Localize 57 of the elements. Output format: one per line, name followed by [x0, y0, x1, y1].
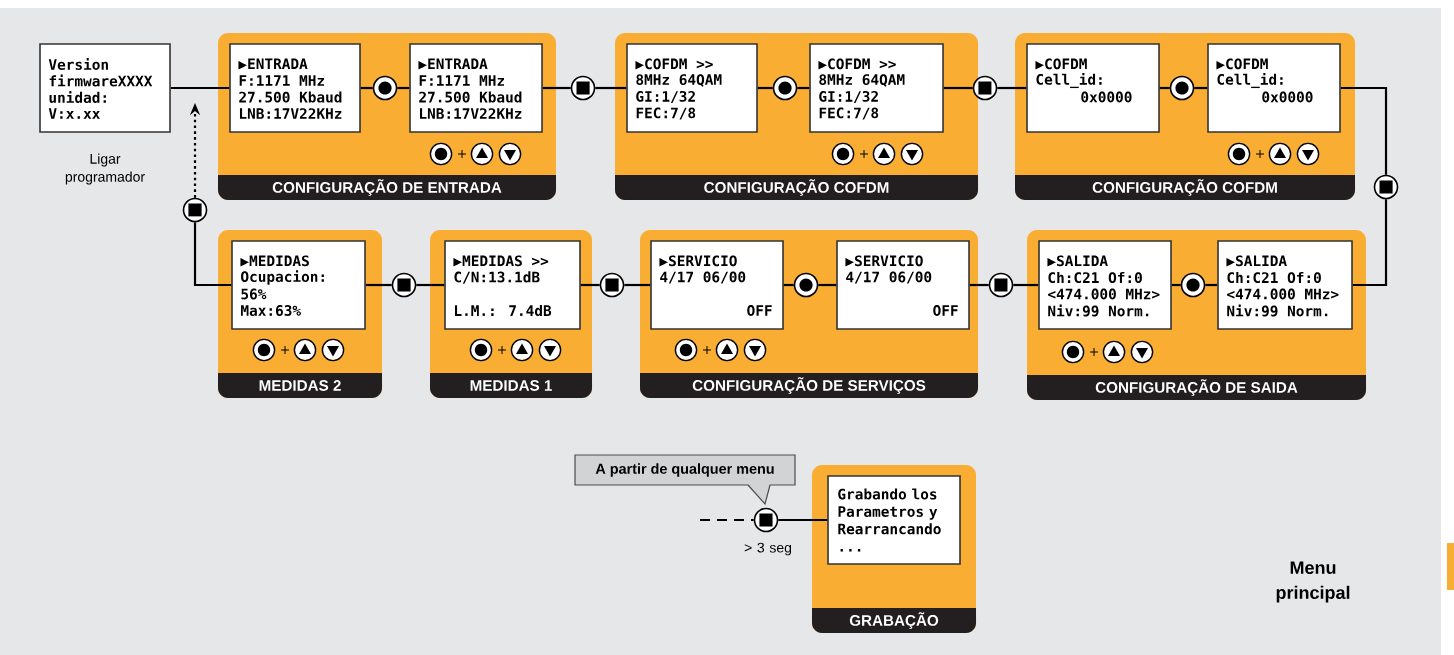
connector-line	[778, 518, 828, 522]
connector-line	[1194, 86, 1208, 90]
connector-line	[818, 283, 837, 287]
connector-line	[700, 518, 754, 522]
button-icon	[570, 75, 596, 101]
lcd-screen: ▶ENTRADA F:1171 MHz 27.500 Kbaud LNB:17V22KHz	[409, 43, 543, 133]
lcd-screen: ▶SALIDA Ch:C21 Of:0 <474.000 MHz> Niv:99 Norm.	[1038, 240, 1172, 330]
button-icon	[753, 507, 779, 533]
lcd-screen: ▶MEDIDAS Ocupacion: 56% Max:63%	[231, 240, 366, 330]
connector-line	[943, 86, 973, 90]
button-icon	[988, 272, 1014, 298]
connector-line	[193, 222, 232, 287]
connector-line	[580, 283, 600, 287]
lcd-screen: Version firmwareXXXX unidad: V:x.xx	[39, 43, 171, 133]
connector-line	[783, 283, 794, 287]
lcd-screen: ▶ENTRADA F:1171 MHz 27.500 Kbaud LNB:17V22KHz	[229, 43, 361, 133]
button-icon	[1373, 174, 1399, 200]
connector-line	[1205, 283, 1218, 287]
connector-line	[1159, 86, 1170, 90]
button-icon	[182, 197, 208, 223]
callout-bubble: A partir de qualquer menu	[574, 454, 796, 506]
connector-line	[997, 86, 1027, 90]
caption-text: Ligar programador	[65, 153, 145, 185]
lcd-screen: ▶MEDIDAS >> C/N:13.1dB L.M.: 7.4dB	[444, 240, 581, 330]
heading-text: Menu principal	[1276, 561, 1350, 603]
lcd-screen: ▶COFDM Cell_id: 0x0000	[1026, 43, 1160, 133]
lcd-screen: ▶SALIDA Ch:C21 Of:0 <474.000 MHz> Niv:99 Norm.	[1217, 240, 1353, 330]
connector-line	[1340, 86, 1388, 175]
connector-line	[1171, 283, 1181, 287]
lcd-screen: ▶COFDM Cell_id: 0x0000	[1207, 43, 1341, 133]
lcd-screen: ▶COFDM >> 8MHz 64QAM GI:1/32 FEC:7/8	[626, 43, 758, 133]
button-icon	[372, 75, 398, 101]
connector-line	[624, 283, 651, 287]
button-icon	[772, 75, 798, 101]
connector-line	[595, 86, 627, 90]
button-icon	[391, 272, 417, 298]
button-icon	[972, 75, 998, 101]
connector-line	[397, 86, 410, 90]
lcd-screen: Grabando los Parametros y Rearrancando ...	[827, 475, 961, 565]
connector-line	[360, 86, 373, 90]
button-icon	[1180, 272, 1206, 298]
connector-line	[1352, 199, 1388, 287]
connector-line	[416, 283, 445, 287]
button-icon	[793, 272, 819, 298]
button-icon	[599, 272, 625, 298]
caption-text: > 3 seg	[744, 542, 791, 556]
lcd-screen: ▶SERVICIO 4/17 06/00 OFF	[650, 240, 784, 330]
button-icon	[1169, 75, 1195, 101]
connector-line	[757, 86, 773, 90]
connector-line	[170, 86, 230, 90]
connector-line	[542, 86, 571, 90]
lcd-screen: ▶COFDM >> 8MHz 64QAM GI:1/32 FEC:7/8	[809, 43, 944, 133]
connector-line	[365, 283, 392, 287]
connector-line	[1013, 283, 1039, 287]
lcd-screen: ▶SERVICIO 4/17 06/00 OFF	[836, 240, 970, 330]
connector-line	[969, 283, 989, 287]
connector-line	[797, 86, 810, 90]
